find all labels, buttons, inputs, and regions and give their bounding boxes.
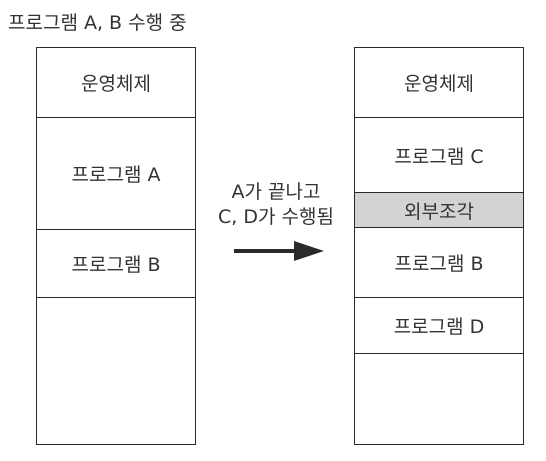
segment-os: 운영체제 <box>37 48 195 118</box>
segment-program-b: 프로그램 B <box>37 230 195 298</box>
segment-program-a: 프로그램 A <box>37 118 195 230</box>
segment-free <box>355 354 523 443</box>
transition-line-2: C, D가 수행됨 <box>218 206 334 228</box>
right-arrow-icon <box>234 241 324 261</box>
transition-line-1: A가 끝나고 <box>231 181 321 203</box>
transition-label: A가 끝나고 C, D가 수행됨 <box>206 180 346 230</box>
segment-external-fragment: 외부조각 <box>355 192 523 228</box>
diagram-title: 프로그램 A, B 수행 중 <box>8 12 187 34</box>
segment-program-b: 프로그램 B <box>355 228 523 298</box>
segment-program-c: 프로그램 C <box>394 145 484 168</box>
segment-os: 운영체제 <box>355 48 523 118</box>
memory-stack-before: 운영체제 프로그램 A 프로그램 B <box>36 47 196 445</box>
segment-program-d: 프로그램 D <box>355 298 523 354</box>
memory-stack-after: 운영체제 프로그램 C 외부조각 프로그램 B 프로그램 D <box>354 47 524 445</box>
segment-free <box>37 298 195 443</box>
